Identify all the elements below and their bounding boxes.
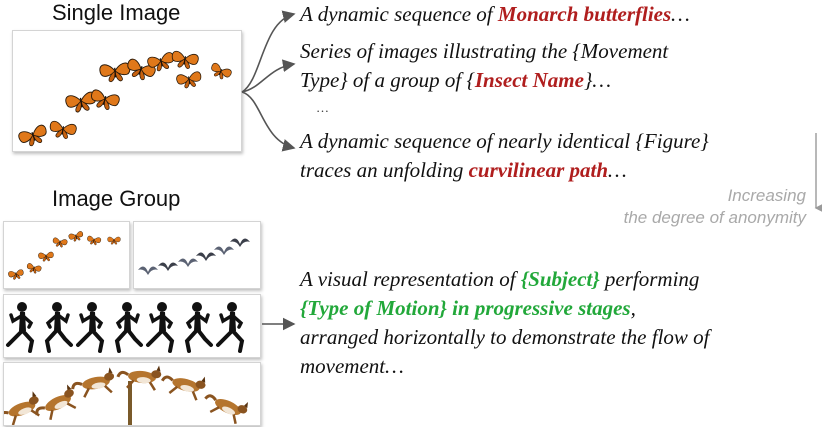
runner-figure bbox=[146, 302, 175, 353]
anonymity-note-line2: the degree of anonymity bbox=[623, 208, 806, 227]
butterfly-figure bbox=[107, 236, 121, 245]
butterfly-figure bbox=[91, 89, 120, 110]
caption-subject-line1-text: A visual representation of bbox=[300, 267, 521, 291]
dog-figure bbox=[71, 367, 115, 398]
bird-figure bbox=[138, 266, 158, 275]
group-image-butterflies bbox=[3, 221, 130, 289]
bird-figure bbox=[230, 238, 250, 247]
caption-insect: Series of images illustrating the {Movem… bbox=[300, 37, 668, 95]
caption-subject-line2-end: , bbox=[630, 296, 636, 320]
anonymity-note-line1: Increasing bbox=[727, 186, 806, 205]
butterfly-figure bbox=[52, 237, 68, 248]
caption-ellipsis: … bbox=[316, 100, 329, 115]
group-image-dogs bbox=[3, 362, 261, 426]
butterfly-figure bbox=[176, 71, 202, 89]
caption-motion-highlight: {Type of Motion} in progressive stages bbox=[300, 296, 631, 320]
butterfly-figure bbox=[65, 91, 96, 113]
caption-curvilinear-line1: A dynamic sequence of nearly identical {… bbox=[300, 129, 709, 153]
brace-to-caption-2 bbox=[241, 59, 296, 93]
runner-figure bbox=[44, 302, 73, 353]
butterfly-figure bbox=[8, 269, 24, 280]
runner-figure bbox=[114, 302, 143, 353]
runner-figure bbox=[76, 302, 105, 353]
caption-curvilinear-line2-text: traces an unfolding bbox=[300, 158, 469, 182]
butterfly-figure bbox=[68, 231, 84, 242]
group-image-runners bbox=[3, 294, 261, 358]
single-image-butterflies bbox=[12, 30, 242, 152]
butterfly-figure bbox=[211, 62, 232, 80]
bird-figure bbox=[178, 258, 198, 267]
dog-figure bbox=[4, 391, 40, 425]
caption-curvilinear-highlight: curvilinear path bbox=[468, 158, 609, 182]
brace-to-caption-3 bbox=[241, 91, 296, 152]
heading-image-group: Image Group bbox=[52, 186, 181, 211]
caption-subject-line2: {Type of Motion} in progressive stages, bbox=[300, 294, 710, 323]
butterfly-figure bbox=[38, 251, 54, 262]
caption-monarch-ellipsis: … bbox=[671, 2, 690, 26]
dog-figure bbox=[160, 375, 206, 401]
caption-insect-line2-text: Type} of a group of { bbox=[300, 68, 475, 92]
caption-subject-line1: A visual representation of {Subject} per… bbox=[300, 265, 710, 294]
butterfly-figure bbox=[99, 62, 131, 83]
dog-figure bbox=[204, 394, 248, 425]
dog-figure bbox=[116, 365, 162, 391]
caption-insect-line1: Series of images illustrating the {Movem… bbox=[300, 39, 669, 63]
caption-subject-line1-end: performing bbox=[599, 267, 700, 291]
caption-subject-line4: movement… bbox=[300, 354, 404, 378]
butterfly-figure bbox=[26, 263, 42, 274]
dog-figure bbox=[35, 384, 77, 421]
bird-figure bbox=[214, 246, 234, 255]
brace-to-caption-1 bbox=[241, 10, 296, 93]
butterfly-figure bbox=[87, 235, 102, 246]
bird-figure bbox=[196, 252, 216, 261]
caption-monarch-highlight: Monarch butterflies bbox=[497, 2, 672, 26]
caption-insect-line2: Type} of a group of {Insect Name}… bbox=[300, 66, 668, 95]
caption-insect-line2-end: }… bbox=[583, 68, 612, 92]
runner-figure bbox=[184, 302, 213, 353]
group-image-birds bbox=[133, 221, 261, 289]
butterfly-figure bbox=[49, 120, 77, 140]
butterfly-figure bbox=[171, 50, 199, 70]
caption-subject-line3: arranged horizontally to demonstrate the… bbox=[300, 325, 710, 349]
caption-monarch: A dynamic sequence of Monarch butterflie… bbox=[300, 0, 690, 29]
runner-figure bbox=[216, 302, 245, 353]
caption-subject-highlight: {Subject} bbox=[520, 267, 600, 291]
butterfly-figure bbox=[127, 58, 156, 81]
bird-figure bbox=[158, 262, 178, 271]
caption-curvilinear: A dynamic sequence of nearly identical {… bbox=[300, 127, 709, 185]
caption-curvilinear-line2-end: … bbox=[608, 158, 627, 182]
runner-figure bbox=[6, 302, 35, 353]
caption-insect-highlight: Insect Name bbox=[474, 68, 584, 92]
butterfly-figure bbox=[18, 124, 47, 147]
caption-subject: A visual representation of {Subject} per… bbox=[300, 265, 710, 381]
caption-monarch-text: A dynamic sequence of bbox=[300, 2, 498, 26]
anonymity-note: Increasing the degree of anonymity bbox=[624, 185, 806, 229]
caption-curvilinear-line2: traces an unfolding curvilinear path… bbox=[300, 156, 709, 185]
heading-single-image: Single Image bbox=[52, 0, 181, 25]
